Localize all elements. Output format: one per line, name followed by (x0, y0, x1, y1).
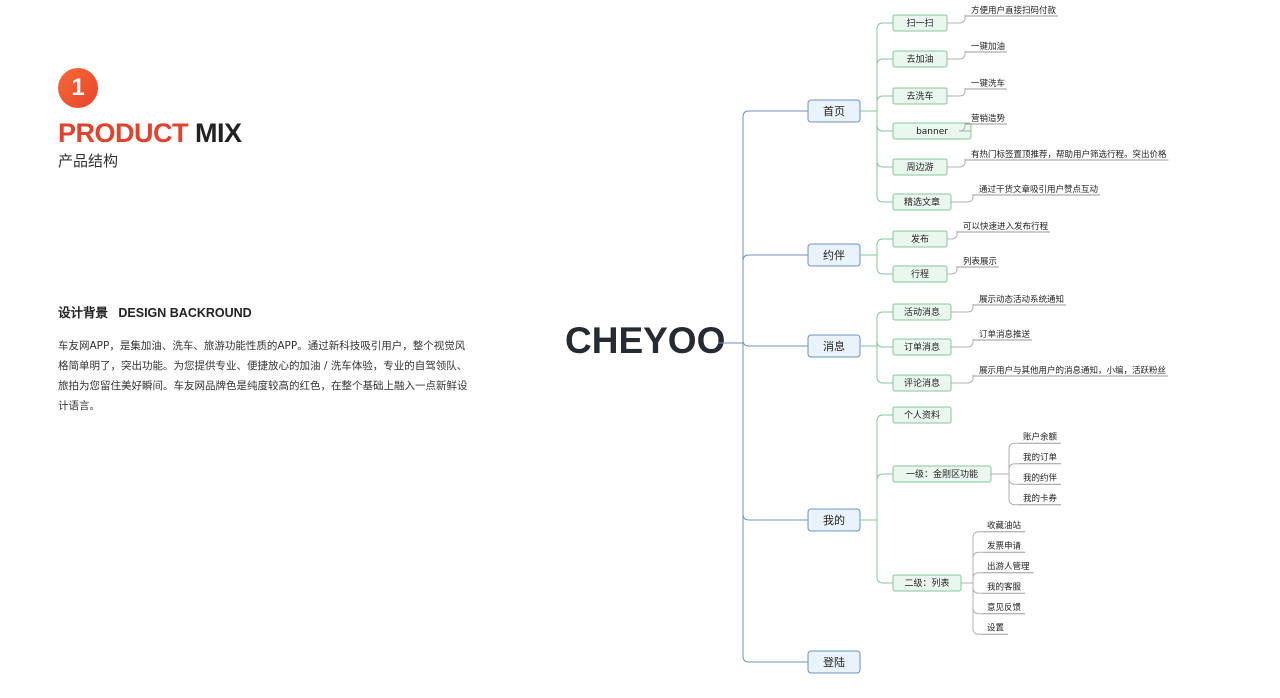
node-label: 评论消息 (904, 377, 940, 389)
mindmap-node: 一级：金刚区功能 (892, 465, 992, 483)
mindmap-node: 精选文章 (892, 193, 952, 211)
leaf-item: 设置 (983, 622, 1009, 635)
section-number-badge: 1 (58, 68, 98, 108)
mindmap-node: 活动消息 (892, 303, 952, 321)
leaf-label: 收藏油站 (987, 520, 1022, 531)
leaf-item: 我的约伴 (1019, 472, 1062, 485)
mindmap-node: 周边游 (892, 158, 948, 176)
node-note: 一键洗车 (965, 78, 1008, 90)
leaf-item: 我的卡券 (1019, 493, 1062, 506)
note-text: 展示用户与其他用户的消息通知，小编，活跃粉丝 (979, 365, 1167, 376)
mindmap-node: 行程 (892, 265, 948, 283)
section-body: 车友网APP，是集加油、洗车、旅游功能性质的APP。通过新科技吸引用户，整个视觉… (58, 340, 468, 412)
node-note: 列表展示 (957, 256, 1000, 268)
node-label: banner (916, 127, 948, 137)
page-subtitle: 产品结构 (58, 152, 119, 170)
node-label: 一级：金刚区功能 (906, 468, 978, 480)
leaf-label: 发票申请 (987, 540, 1022, 551)
node-label: 周边游 (906, 161, 933, 173)
node-label: 二级：列表 (904, 577, 949, 589)
mindmap-node: 去加油 (892, 50, 948, 68)
node-label: 扫一扫 (906, 17, 933, 29)
leaf-item: 账户余额 (1019, 431, 1062, 444)
node-note: 展示动态活动系统通知 (973, 294, 1067, 306)
node-note: 一键加油 (965, 41, 1008, 53)
note-text: 方便用户直接扫码付款 (971, 5, 1057, 16)
page-title: PRODUCT MIX (58, 116, 242, 150)
mindmap-node: banner (892, 122, 972, 140)
node-note: 展示用户与其他用户的消息通知，小编，活跃粉丝 (973, 365, 1169, 377)
title-rest: MIX (195, 118, 242, 148)
leaf-item: 我的订单 (1019, 452, 1062, 465)
node-label: 订单消息 (904, 341, 940, 353)
leaf-label: 账户余额 (1023, 431, 1058, 442)
node-note: 有热门标签置顶推荐，帮助用户筛选行程。突出价格 (965, 149, 1169, 161)
mindmap-root: CHEYOO (565, 320, 726, 361)
branch-label: 约伴 (823, 249, 845, 262)
mindmap-node: 去洗车 (892, 87, 948, 105)
leaf-label: 设置 (987, 622, 1005, 633)
branch-label: 首页 (823, 104, 845, 118)
node-label: 活动消息 (904, 306, 940, 318)
leaf-label: 出游人管理 (987, 561, 1030, 572)
mindmap-branch-0: 首页 (807, 99, 861, 123)
mindmap-node: 个人资料 (892, 406, 952, 424)
note-text: 有热门标签置顶推荐，帮助用户筛选行程。突出价格 (971, 149, 1167, 160)
leaf-label: 意见反馈 (987, 602, 1022, 613)
note-text: 通过干货文章吸引用户赞点互动 (979, 184, 1099, 195)
title-highlight: PRODUCT (58, 118, 189, 148)
branch-label: 消息 (823, 339, 845, 353)
leaf-item: 出游人管理 (983, 561, 1034, 574)
node-note: 方便用户直接扫码付款 (965, 5, 1059, 17)
node-label: 精选文章 (904, 196, 940, 208)
leaf-item: 收藏油站 (983, 520, 1026, 533)
leaf-label: 我的卡券 (1023, 493, 1058, 504)
branch-label: 登陆 (823, 655, 845, 669)
node-label: 发布 (911, 233, 929, 245)
leaf-label: 我的客服 (987, 581, 1022, 592)
note-text: 营销造势 (971, 113, 1006, 124)
leaf-label: 我的约伴 (1023, 472, 1058, 483)
mindmap-node: 评论消息 (892, 374, 952, 392)
note-text: 一键洗车 (971, 78, 1005, 89)
note-text: 可以快速进入发布行程 (963, 221, 1049, 232)
node-note: 通过干货文章吸引用户赞点互动 (973, 184, 1101, 196)
section-heading-cn: 设计背景 (58, 305, 109, 320)
note-text: 展示动态活动系统通知 (979, 294, 1064, 305)
mindmap-branch-1: 约伴 (807, 243, 861, 267)
node-label: 去洗车 (906, 90, 933, 102)
mindmap-branch-3: 我的 (807, 508, 861, 532)
node-note: 营销造势 (965, 113, 1008, 125)
mindmap-node: 扫一扫 (892, 14, 948, 32)
mindmap-node: 发布 (892, 230, 948, 248)
node-note: 可以快速进入发布行程 (957, 221, 1051, 233)
section-heading: 设计背景 DESIGN BACKROUND (58, 302, 252, 321)
node-label: 行程 (911, 268, 929, 280)
node-note: 订单消息推送 (973, 329, 1033, 341)
section-heading-en: DESIGN BACKROUND (118, 306, 252, 320)
note-text: 列表展示 (963, 256, 997, 267)
mindmap-branch-4: 登陆 (807, 650, 861, 674)
leaf-item: 意见反馈 (983, 602, 1026, 615)
node-label: 去加油 (906, 53, 933, 65)
leaf-item: 发票申请 (983, 540, 1026, 553)
branch-label: 我的 (823, 513, 845, 527)
mindmap-branch-2: 消息 (807, 334, 861, 358)
mindmap-node: 二级：列表 (892, 574, 962, 592)
leaf-label: 我的订单 (1023, 452, 1058, 463)
node-label: 个人资料 (904, 409, 940, 421)
note-text: 订单消息推送 (979, 329, 1031, 340)
leaf-item: 我的客服 (983, 581, 1026, 594)
mindmap-node: 订单消息 (892, 338, 952, 356)
note-text: 一键加油 (971, 41, 1005, 52)
